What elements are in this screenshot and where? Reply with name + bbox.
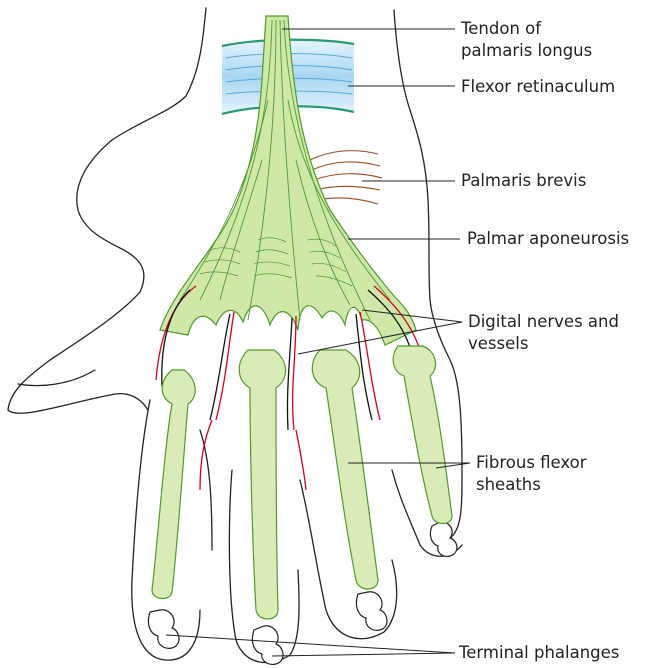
fibrous-flexor-sheaths — [152, 346, 452, 619]
phalanx-little — [430, 522, 457, 557]
sheath-little — [393, 346, 452, 524]
phalanx-middle — [252, 626, 283, 665]
label-fibrous-line2: sheaths — [476, 474, 587, 496]
label-fibrous-flexor-sheaths: Fibrous flexor sheaths — [476, 452, 587, 496]
label-digital-line1: Digital nerves and — [468, 311, 619, 333]
sheath-ring — [312, 350, 378, 589]
label-flexor-retinaculum: Flexor retinaculum — [461, 76, 615, 98]
label-tendon-line1: Tendon of — [461, 18, 592, 40]
label-terminal-phalanges: Terminal phalanges — [459, 642, 619, 664]
label-tendon-palmaris-longus: Tendon of palmaris longus — [461, 18, 592, 62]
label-palmar-aponeurosis: Palmar aponeurosis — [467, 228, 629, 250]
sheath-index — [152, 370, 195, 599]
phalanx-ring — [356, 592, 387, 631]
leader-terminal-2 — [272, 653, 455, 656]
phalanx-index — [148, 610, 179, 649]
leader-terminal-1 — [166, 635, 455, 653]
label-digital-line2: vessels — [468, 333, 619, 355]
label-palmaris-brevis: Palmaris brevis — [461, 170, 586, 192]
label-fibrous-line1: Fibrous flexor — [476, 452, 587, 474]
label-digital-nerves-vessels: Digital nerves and vessels — [468, 311, 619, 355]
leader-lines — [166, 29, 470, 656]
label-tendon-line2: palmaris longus — [461, 40, 592, 62]
sheath-middle — [239, 350, 285, 619]
